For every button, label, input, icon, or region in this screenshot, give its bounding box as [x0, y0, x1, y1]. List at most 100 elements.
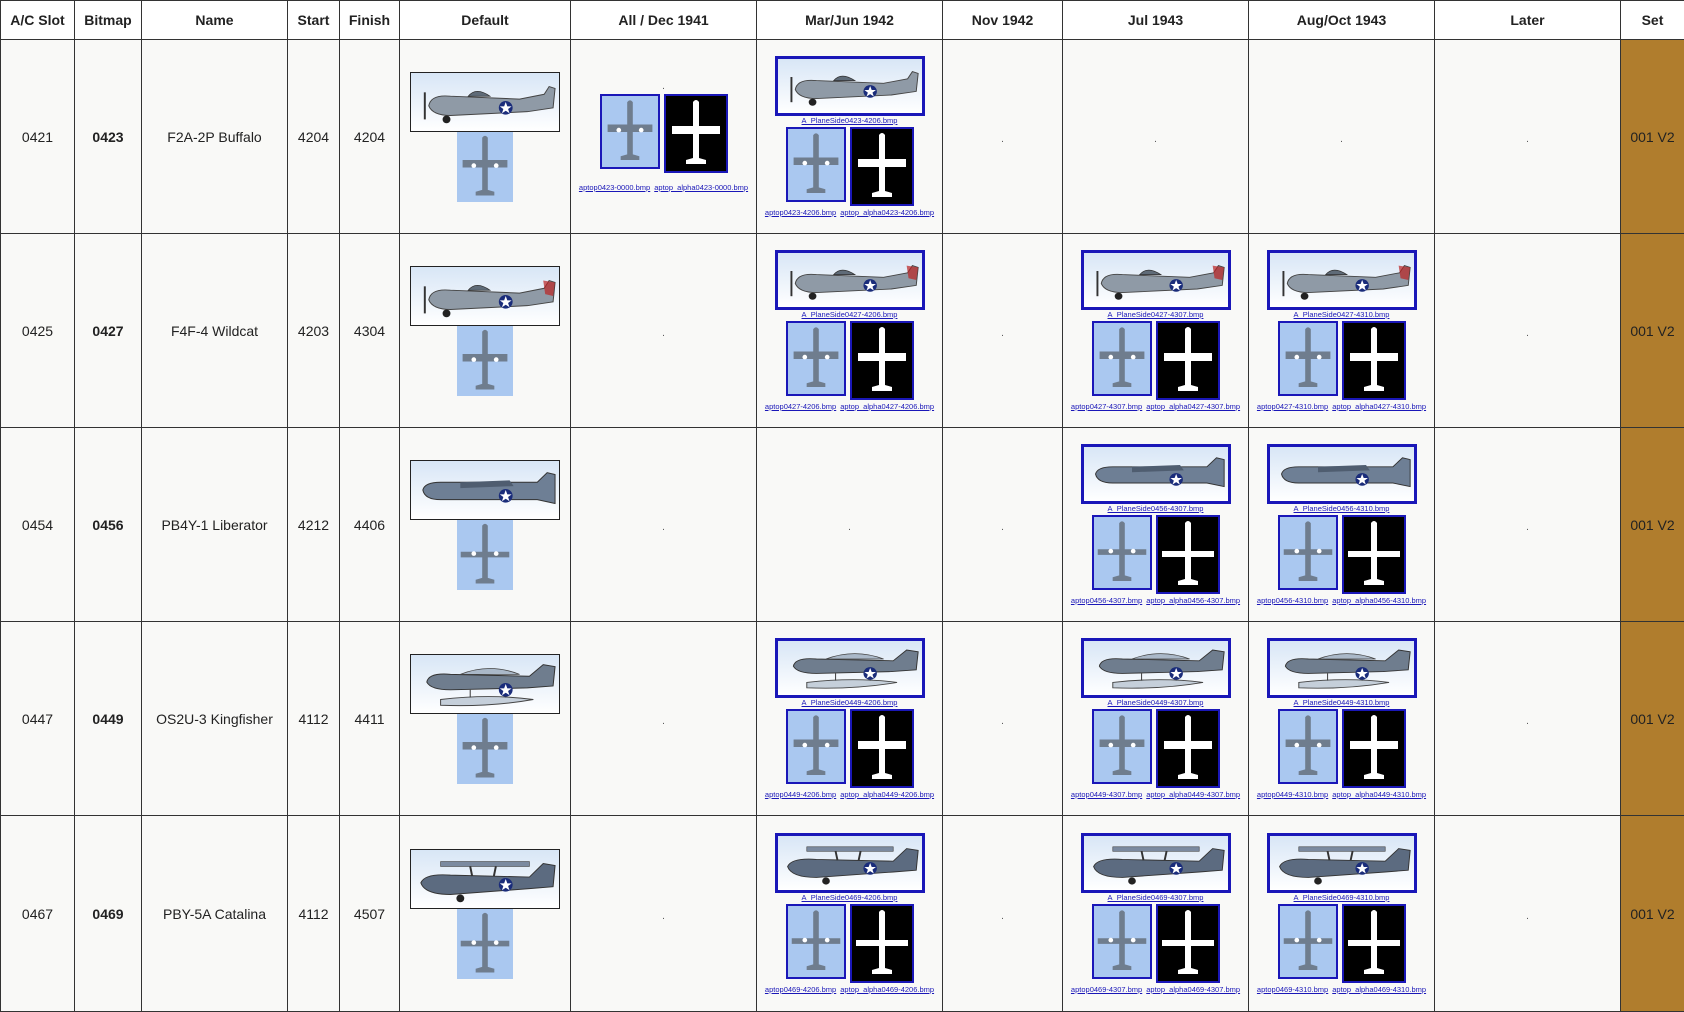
plane-alpha-image[interactable] — [1156, 321, 1220, 400]
bitmap-file-link[interactable]: aptop0456-4310.bmp — [1257, 596, 1328, 605]
plane-alpha-image[interactable] — [850, 904, 914, 983]
bitmap-file-link[interactable]: aptop_alpha0469-4307.bmp — [1146, 985, 1240, 994]
plane-alpha-image[interactable] — [1342, 321, 1406, 400]
plane-side-image[interactable] — [1081, 638, 1231, 698]
plane-top-image[interactable] — [1278, 321, 1338, 396]
bitmap-file-link[interactable]: A_PlaneSide0469-4206.bmp — [802, 893, 898, 902]
plane-alpha-image[interactable] — [850, 709, 914, 788]
aug-oct-1943-cell: A_PlaneSide0427-4310.bmp aptop0427-4310.b… — [1249, 234, 1435, 428]
bitmap-file-link[interactable]: aptop_alpha0423-4206.bmp — [840, 208, 934, 217]
plane-side-image — [410, 72, 560, 132]
aug-oct-1943-cell: A_PlaneSide0449-4310.bmp aptop0449-4310.b… — [1249, 622, 1435, 816]
plane-alpha-image[interactable] — [1156, 904, 1220, 983]
bitmap-file-link[interactable]: aptop0423-0000.bmp — [579, 183, 650, 192]
bitmap-file-link[interactable]: A_PlaneSide0449-4310.bmp — [1294, 698, 1390, 707]
plane-top-image[interactable] — [786, 904, 846, 979]
finish-cell: 4507 — [340, 816, 400, 1012]
later-cell: . — [1435, 816, 1621, 1012]
header-default: Default — [400, 1, 571, 40]
plane-side-image[interactable] — [1081, 444, 1231, 504]
bitmap-file-link[interactable]: A_PlaneSide0456-4310.bmp — [1294, 504, 1390, 513]
bitmap-file-link[interactable]: aptop0456-4307.bmp — [1071, 596, 1142, 605]
ac-slot-cell: 0421 — [1, 40, 75, 234]
bitmap-file-link[interactable]: aptop_alpha0456-4310.bmp — [1332, 596, 1426, 605]
plane-alpha-image[interactable] — [1342, 515, 1406, 594]
plane-alpha-image[interactable] — [664, 94, 728, 173]
plane-alpha-image[interactable] — [1156, 709, 1220, 788]
plane-side-image[interactable] — [1267, 833, 1417, 893]
set-cell: 001 V2 — [1621, 622, 1684, 816]
plane-top-image[interactable] — [1278, 515, 1338, 590]
plane-top-image[interactable] — [1278, 904, 1338, 979]
all-dec-1941-cell: . — [571, 234, 757, 428]
plane-top-image[interactable] — [786, 709, 846, 784]
plane-alpha-image[interactable] — [1342, 709, 1406, 788]
plane-top-image[interactable] — [1092, 321, 1152, 396]
bitmap-file-link[interactable]: A_PlaneSide0427-4206.bmp — [802, 310, 898, 319]
plane-alpha-image[interactable] — [850, 127, 914, 206]
plane-side-image[interactable] — [1081, 833, 1231, 893]
bitmap-file-link[interactable]: aptop0427-4307.bmp — [1071, 402, 1142, 411]
plane-top-image[interactable] — [1092, 515, 1152, 590]
plane-top-image[interactable] — [600, 94, 660, 169]
plane-top-image[interactable] — [1092, 904, 1152, 979]
empty-mark: . — [1154, 134, 1157, 145]
plane-top-image[interactable] — [786, 127, 846, 202]
bitmap-file-link[interactable]: aptop_alpha0449-4206.bmp — [840, 790, 934, 799]
plane-side-image[interactable] — [775, 250, 925, 310]
bitmap-file-link[interactable]: aptop0427-4206.bmp — [765, 402, 836, 411]
bitmap-file-link[interactable]: aptop_alpha0427-4307.bmp — [1146, 402, 1240, 411]
bitmap-file-link[interactable]: aptop_alpha0423-0000.bmp — [654, 183, 748, 192]
plane-alpha-image[interactable] — [850, 321, 914, 400]
empty-mark: . — [1526, 328, 1529, 339]
bitmap-file-link[interactable]: aptop0449-4206.bmp — [765, 790, 836, 799]
plane-alpha-image[interactable] — [1342, 904, 1406, 983]
bitmap-file-link[interactable]: aptop_alpha0469-4206.bmp — [840, 985, 934, 994]
bitmap-file-link[interactable]: A_PlaneSide0456-4307.bmp — [1108, 504, 1204, 513]
bitmap-file-link[interactable]: aptop0427-4310.bmp — [1257, 402, 1328, 411]
plane-side-image[interactable] — [1267, 250, 1417, 310]
bitmap-file-link[interactable]: aptop0449-4310.bmp — [1257, 790, 1328, 799]
bitmap-file-link[interactable]: aptop0449-4307.bmp — [1071, 790, 1142, 799]
plane-side-image[interactable] — [1267, 638, 1417, 698]
bitmap-file-link[interactable]: aptop0423-4206.bmp — [765, 208, 836, 217]
plane-top-image — [457, 326, 513, 396]
bitmap-file-link[interactable]: aptop0469-4307.bmp — [1071, 985, 1142, 994]
default-cell — [400, 622, 571, 816]
bitmap-file-link[interactable]: aptop_alpha0456-4307.bmp — [1146, 596, 1240, 605]
plane-side-image[interactable] — [775, 638, 925, 698]
bitmap-file-link[interactable]: A_PlaneSide0469-4307.bmp — [1108, 893, 1204, 902]
plane-side-image[interactable] — [775, 833, 925, 893]
plane-top-image[interactable] — [786, 321, 846, 396]
bitmap-file-link[interactable]: aptop_alpha0449-4310.bmp — [1332, 790, 1426, 799]
bitmap-cell: 0423 — [75, 40, 142, 234]
bitmap-file-link[interactable]: aptop0469-4310.bmp — [1257, 985, 1328, 994]
plane-side-image[interactable] — [775, 56, 925, 116]
bitmap-file-link[interactable]: aptop_alpha0469-4310.bmp — [1332, 985, 1426, 994]
bitmap-file-link[interactable]: A_PlaneSide0423-4206.bmp — [802, 116, 898, 125]
bitmap-file-link[interactable]: aptop0469-4206.bmp — [765, 985, 836, 994]
bitmap-file-link[interactable]: aptop_alpha0427-4310.bmp — [1332, 402, 1426, 411]
plane-top-image[interactable] — [1278, 709, 1338, 784]
plane-side-image — [410, 654, 560, 714]
bitmap-file-link[interactable]: A_PlaneSide0449-4206.bmp — [802, 698, 898, 707]
name-cell: F4F-4 Wildcat — [142, 234, 288, 428]
bitmap-file-link[interactable]: A_PlaneSide0469-4310.bmp — [1294, 893, 1390, 902]
plane-side-image[interactable] — [1081, 250, 1231, 310]
bitmap-file-link[interactable]: A_PlaneSide0427-4310.bmp — [1294, 310, 1390, 319]
bitmap-cell: 0449 — [75, 622, 142, 816]
header-row: A/C Slot Bitmap Name Start Finish Defaul… — [1, 1, 1684, 40]
empty-mark: . — [1001, 716, 1004, 727]
bitmap-file-link[interactable]: aptop_alpha0427-4206.bmp — [840, 402, 934, 411]
jul-1943-cell: A_PlaneSide0449-4307.bmp aptop0449-4307.b… — [1063, 622, 1249, 816]
bitmap-file-link[interactable]: aptop_alpha0449-4307.bmp — [1146, 790, 1240, 799]
plane-side-image[interactable] — [1267, 444, 1417, 504]
plane-alpha-image[interactable] — [1156, 515, 1220, 594]
bitmap-file-link[interactable]: A_PlaneSide0427-4307.bmp — [1108, 310, 1204, 319]
plane-side-image — [410, 266, 560, 326]
bitmap-file-link[interactable]: A_PlaneSide0449-4307.bmp — [1108, 698, 1204, 707]
finish-cell: 4304 — [340, 234, 400, 428]
plane-top-image[interactable] — [1092, 709, 1152, 784]
